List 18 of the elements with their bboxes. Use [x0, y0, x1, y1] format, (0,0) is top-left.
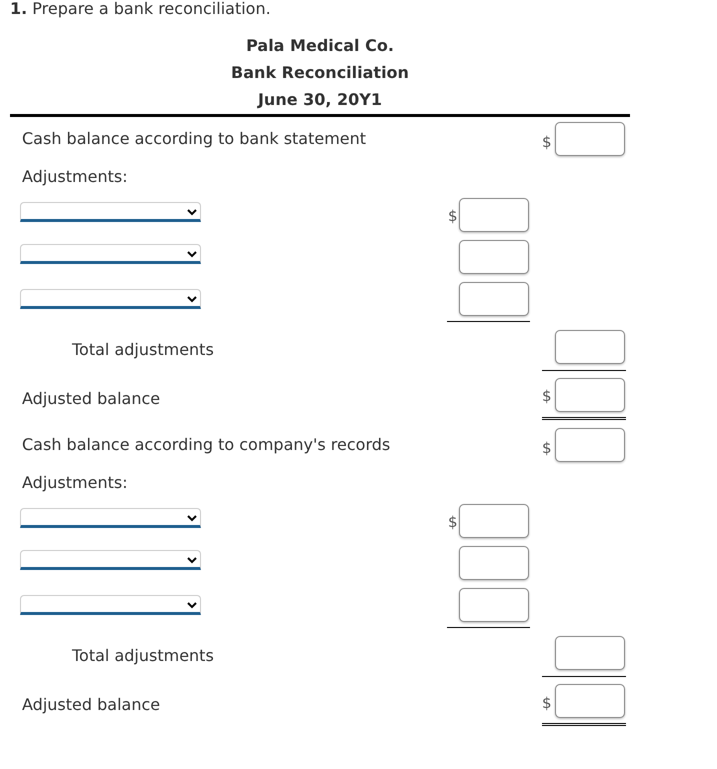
currency-sign: $ [448, 206, 458, 226]
row-label: Total adjustments [72, 646, 214, 666]
row-label: Total adjustments [72, 340, 214, 360]
row-label: Cash balance according to bank statement [22, 129, 366, 149]
report-heading: June 30, 20Y1 [258, 90, 382, 110]
currency-sign: $ [542, 438, 552, 458]
row-label: Cash balance according to company's records [22, 435, 390, 455]
report-heading: Pala Medical Co. [246, 36, 394, 56]
question-title: 1. Prepare a bank reconciliation. [10, 0, 271, 19]
report-heading: Bank Reconciliation [231, 63, 409, 83]
row-label: Adjustments: [22, 473, 128, 493]
currency-sign: $ [542, 693, 552, 713]
row-label: Adjusted balance [22, 695, 160, 715]
currency-sign: $ [448, 512, 458, 532]
currency-sign: $ [542, 132, 552, 152]
row-label: Adjusted balance [22, 389, 160, 409]
row-label: Adjustments: [22, 167, 128, 187]
currency-sign: $ [542, 386, 552, 406]
